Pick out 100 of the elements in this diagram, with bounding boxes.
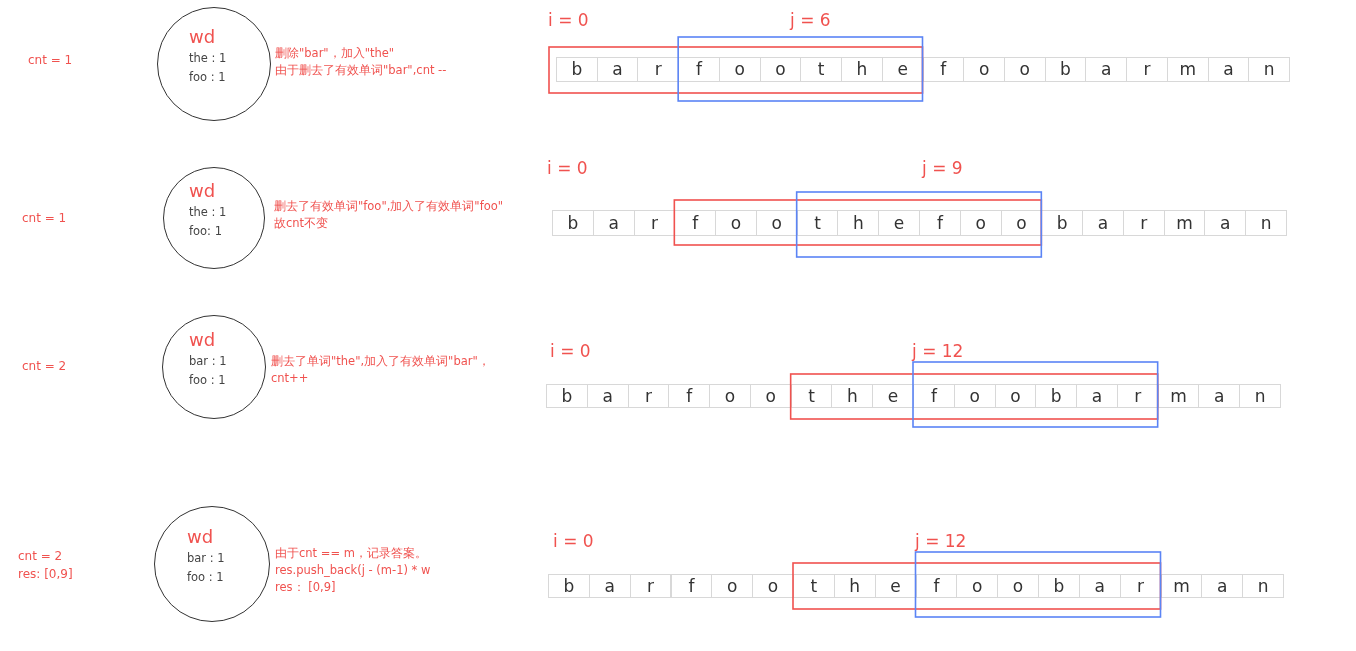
letter-cell: t	[796, 210, 839, 236]
letter-cell: r	[637, 57, 680, 82]
map-entry: foo : 1	[189, 373, 226, 387]
letter-cell: o	[749, 384, 792, 408]
letter-cell: o	[953, 384, 996, 408]
letter-cell: o	[959, 210, 1002, 236]
map-entry: foo : 1	[189, 70, 226, 84]
letter-cell: o	[755, 210, 798, 236]
letter-cell: b	[548, 574, 590, 598]
letter-cell: r	[633, 210, 676, 236]
letter-cell: h	[833, 574, 876, 598]
letter-cell: t	[800, 57, 843, 82]
letter-cell: e	[874, 574, 917, 598]
letter-cell: b	[1035, 384, 1078, 408]
letter-cell: f	[915, 574, 958, 598]
letter-cell: o	[997, 574, 1039, 598]
note-text: 删去了单词"the",加入了有效单词"bar"，	[271, 354, 490, 368]
letter-cell: e	[881, 57, 924, 82]
letter-cell: r	[629, 574, 672, 598]
index-label: j = 12	[915, 531, 967, 551]
letter-cell: a	[588, 574, 631, 598]
letter-cell: a	[592, 210, 635, 236]
letter-cell: a	[1082, 210, 1124, 236]
letter-cell: f	[678, 57, 720, 82]
counter-text: cnt = 2	[18, 549, 63, 563]
letter-cell: m	[1163, 210, 1206, 236]
index-label: i = 0	[547, 158, 588, 178]
index-label: j = 9	[922, 158, 963, 178]
letter-cell: b	[1044, 57, 1087, 82]
map-title: wd	[189, 330, 216, 350]
note-text: 删去了有效单词"foo",加入了有效单词"foo"	[274, 199, 504, 213]
index-label: j = 12	[912, 341, 964, 361]
letter-cell: a	[586, 384, 629, 408]
letter-cell: o	[759, 57, 802, 82]
letter-cell: a	[1204, 210, 1247, 236]
letter-cell: a	[1207, 57, 1250, 82]
letter-cell: n	[1245, 210, 1287, 236]
letter-cell: m	[1160, 574, 1203, 598]
counter-text: res: [0,9]	[18, 567, 73, 581]
letter-cell: e	[872, 384, 914, 408]
map-entry: foo : 1	[187, 570, 224, 584]
map-entry: the : 1	[189, 51, 227, 65]
note-text: 故cnt不变	[274, 216, 329, 230]
letter-cell: r	[1122, 210, 1165, 236]
letter-cell: n	[1248, 57, 1290, 82]
letter-cell: t	[790, 384, 833, 408]
letter-cell: n	[1242, 574, 1284, 598]
note-text: 删除"bar"，加入"the"	[275, 46, 395, 60]
map-title: wd	[189, 27, 216, 47]
map-title: wd	[189, 181, 216, 201]
letter-cell: b	[546, 384, 588, 408]
note-text: 由于删去了有效单词"bar",cnt --	[275, 63, 447, 77]
letter-cell: n	[1239, 384, 1281, 408]
note-text: res.push_back(j - (m-1) * w	[275, 563, 431, 577]
map-title: wd	[187, 527, 214, 547]
letter-cell: o	[1000, 210, 1043, 236]
letter-cell: b	[556, 57, 598, 82]
letter-cell: r	[1119, 574, 1162, 598]
letter-cell: b	[1041, 210, 1084, 236]
letter-cell: t	[793, 574, 835, 598]
index-label: j = 6	[790, 10, 831, 30]
letter-cell: f	[668, 384, 711, 408]
letter-cell: a	[1076, 384, 1118, 408]
letter-cell: o	[711, 574, 754, 598]
letter-cell: m	[1166, 57, 1209, 82]
counter-text: cnt = 1	[28, 53, 73, 67]
letter-cell: e	[878, 210, 920, 236]
letter-cell: a	[596, 57, 639, 82]
map-entry: the : 1	[189, 205, 227, 219]
note-text: 由于cnt == m，记录答案。	[275, 546, 427, 560]
letter-cell: a	[1198, 384, 1241, 408]
letter-cell: b	[552, 210, 594, 236]
letter-cell: o	[1003, 57, 1046, 82]
letter-cell: f	[674, 210, 717, 236]
letter-cell: f	[913, 384, 955, 408]
letter-cell: o	[709, 384, 751, 408]
letter-cell: o	[752, 574, 794, 598]
counter-text: cnt = 2	[22, 359, 67, 373]
letter-cell: o	[956, 574, 999, 598]
map-entry: foo: 1	[189, 224, 222, 238]
note-text: cnt++	[271, 371, 309, 385]
letter-cell: a	[1085, 57, 1128, 82]
letter-cell: a	[1201, 574, 1244, 598]
letter-cell: r	[1126, 57, 1168, 82]
letter-cell: f	[919, 210, 961, 236]
letter-cell: o	[718, 57, 761, 82]
letter-cell: h	[841, 57, 883, 82]
letter-cell: r	[1116, 384, 1159, 408]
counter-text: cnt = 1	[22, 211, 67, 225]
letter-cell: h	[831, 384, 874, 408]
letter-cell: o	[963, 57, 1005, 82]
letter-cell: f	[670, 574, 713, 598]
letter-cell: a	[1078, 574, 1121, 598]
letter-cell: h	[837, 210, 880, 236]
map-entry: bar : 1	[189, 354, 227, 368]
letter-cell: r	[627, 384, 670, 408]
map-entry: bar : 1	[187, 551, 225, 565]
letter-cell: m	[1157, 384, 1200, 408]
letter-cell: b	[1038, 574, 1080, 598]
letter-cell: o	[715, 210, 757, 236]
